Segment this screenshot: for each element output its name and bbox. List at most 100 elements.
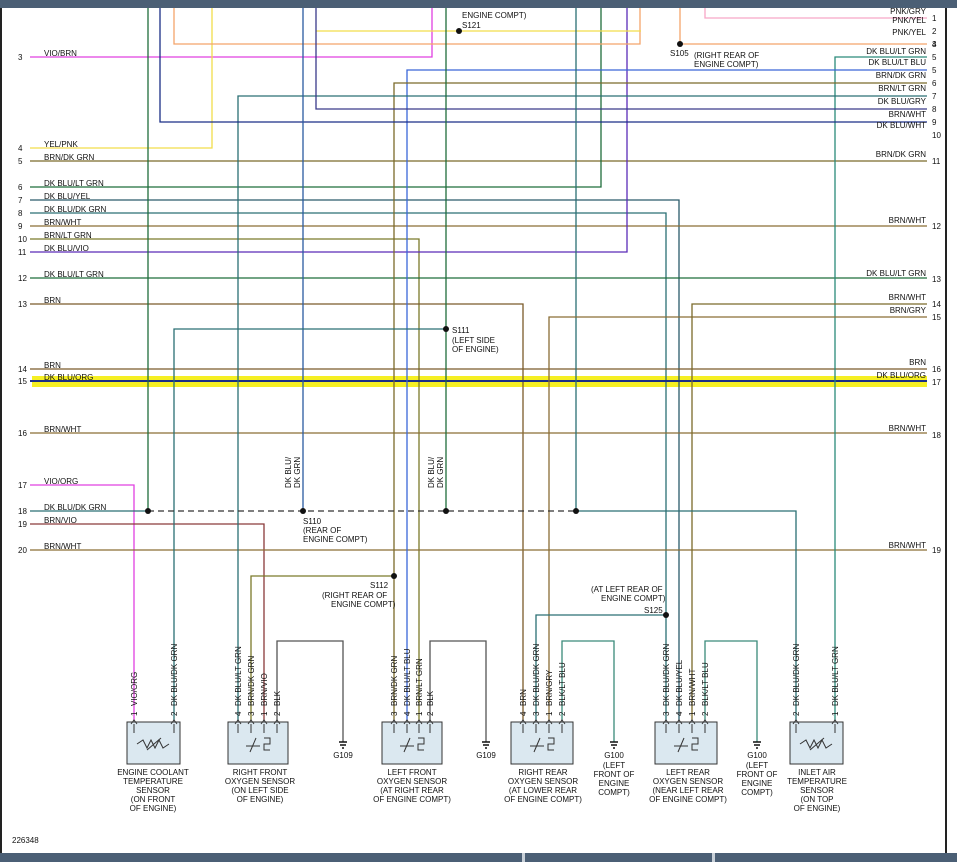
- component-pin-wire: BLK: [426, 690, 435, 706]
- pin-terminal: [831, 719, 839, 725]
- pin-terminal: [532, 719, 540, 725]
- component-pin-number: 2: [792, 711, 801, 716]
- right-pin-number: 17: [932, 378, 941, 387]
- left-pin-wire-label: VIO/BRN: [44, 49, 77, 58]
- left-pin-wire-label: YEL/PNK: [44, 140, 78, 149]
- component-pin-wire: BRN/GRY: [545, 669, 554, 706]
- right-pin-wire-label: BRN: [909, 358, 926, 367]
- pin-terminal: [688, 719, 696, 725]
- pin-terminal: [415, 719, 423, 725]
- heater-element-icon: [246, 737, 260, 753]
- component-pin-wire: DK BLU/DK GRN: [792, 644, 801, 706]
- component-body: [381, 721, 443, 765]
- component-pin-wire: DK BLU/LT BLU: [403, 648, 412, 706]
- right-pin-wire-label: BRN/WHT: [889, 110, 926, 119]
- component-pin-wire: BRN/WHT: [688, 669, 697, 706]
- left-pin-wire-label: BRN: [44, 296, 61, 305]
- right-pin-wire-label: PNK/YEL: [892, 16, 926, 25]
- right-pin-number: 15: [932, 313, 941, 322]
- left-pin-wire-label: BRN/WHT: [44, 425, 81, 434]
- component-caption: OF ENGINE COMPT): [504, 795, 582, 804]
- component-pin-number: 1: [545, 711, 554, 716]
- pin-terminal: [403, 719, 411, 725]
- left-pin-number: 19: [18, 520, 27, 529]
- splice-note: ENGINE COMPT): [331, 600, 396, 609]
- wire-dk-blu-gry: [315, 8, 927, 110]
- right-pin-number: 4: [932, 40, 937, 49]
- component-caption: TEMPERATURE: [787, 777, 847, 786]
- component-pin-number: 2: [273, 711, 282, 716]
- component-caption: OXYGEN SENSOR: [653, 777, 723, 786]
- wire-dk-blu-lt-grn-5: [834, 56, 927, 720]
- splice-note: (AT LEFT REAR OF: [591, 585, 663, 594]
- right-pin-wire-label: BRN/WHT: [889, 541, 926, 550]
- right-pin-number: 3: [932, 40, 937, 49]
- component-caption: (AT LOWER REAR: [509, 786, 577, 795]
- component-pin-wire: BRN/DK GRN: [247, 656, 256, 706]
- splice-note: (REAR OF: [303, 526, 341, 535]
- pin-terminal: [701, 719, 709, 725]
- ground-location: ENGINE: [742, 779, 773, 788]
- component-caption: RIGHT FRONT: [233, 768, 288, 777]
- left-pin-wire-label: DK BLU/DK GRN: [44, 503, 106, 512]
- right-pin-number: 11: [932, 157, 941, 166]
- component-caption: INLET AIR: [798, 768, 836, 777]
- vertical-wire-label: DK BLU/: [284, 456, 293, 488]
- ground-location: FRONT OF: [737, 770, 778, 779]
- right-pin-wire-label: BRN/WHT: [889, 424, 926, 433]
- ground-label: G100: [747, 751, 767, 760]
- wire-yel-pnk: [30, 8, 213, 149]
- right-pin-number: 13: [932, 275, 941, 284]
- component-pin-number: 4: [234, 711, 243, 716]
- left-pin-number: 20: [18, 546, 27, 555]
- vertical-wire-label: DK BLU/: [427, 456, 436, 488]
- pin-terminal: [545, 719, 553, 725]
- wire-orange-top: [173, 8, 641, 45]
- component-pin-wire: DK BLU/YEL: [675, 659, 684, 706]
- ground-icon: [610, 741, 618, 749]
- right-pin-number: 5: [932, 66, 937, 75]
- left-pin-number: 11: [18, 248, 27, 257]
- wire-dk-blu-wht: [159, 8, 927, 123]
- component-pin-number: 4: [403, 711, 412, 716]
- splice-label-s110: S110: [303, 517, 322, 526]
- component-body: [654, 721, 718, 765]
- wires: [30, 8, 927, 742]
- header-fragment: ENGINE COMPT): [462, 11, 527, 20]
- ground-icon: [753, 741, 761, 749]
- splice-label-s121: S121: [462, 21, 481, 30]
- heater-element-icon: [400, 737, 414, 753]
- pin-terminal: [260, 719, 268, 725]
- component-pin-number: 2: [426, 711, 435, 716]
- component-pin-wire: BRN/DK GRN: [390, 656, 399, 706]
- wire-vio-brn: [30, 8, 433, 58]
- component-pin-number: 3: [532, 711, 541, 716]
- component-pin-number: 2: [701, 711, 710, 716]
- component-caption: ENGINE COOLANT: [117, 768, 189, 777]
- right-pin-wire-label: BRN/WHT: [889, 293, 926, 302]
- splice-note: ENGINE COMPT): [694, 60, 759, 69]
- left-pin-wire-label: DK BLU/YEL: [44, 192, 91, 201]
- diagram-id: 226348: [12, 836, 39, 845]
- wire-dk-blu-vio: [30, 8, 628, 253]
- splice-note: (RIGHT REAR OF: [694, 51, 759, 60]
- pin-terminal: [558, 719, 566, 725]
- right-pin-wire-label: BRN/GRY: [890, 306, 927, 315]
- right-pin-number: 2: [932, 27, 937, 36]
- splice-note: (RIGHT REAR OF: [322, 591, 387, 600]
- left-pin-number: 8: [18, 209, 23, 218]
- component-pin-wire: DK BLU/DK GRN: [170, 644, 179, 706]
- right-pin-wire-label: BRN/DK GRN: [876, 71, 926, 80]
- thermistor-icon: [136, 738, 170, 750]
- heater-element-icon: [674, 737, 688, 753]
- component-body: [789, 721, 844, 765]
- component-body: [126, 721, 181, 765]
- right-pin-wire-label: DK BLU/LT BLU: [868, 58, 926, 67]
